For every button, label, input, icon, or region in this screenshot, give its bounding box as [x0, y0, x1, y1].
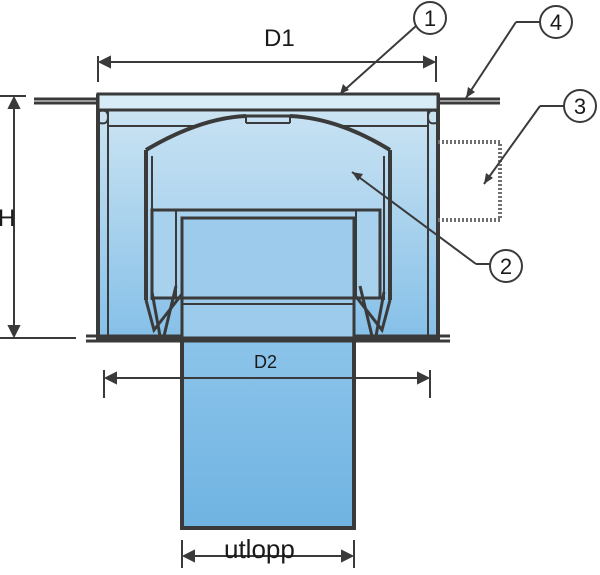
dimension-outlet	[181, 540, 355, 568]
outlet-pipe	[180, 336, 356, 530]
callout-2: 2	[351, 171, 523, 283]
inner-sleeve	[150, 208, 384, 340]
callout-2-number: 2	[500, 254, 512, 279]
label-d1: D1	[264, 25, 295, 52]
dimension-d1	[97, 55, 437, 82]
dimension-h	[0, 95, 76, 339]
membrane-left	[34, 97, 98, 105]
seal-right	[426, 109, 437, 125]
side-inlet	[438, 140, 502, 222]
callout-3: 3	[483, 89, 597, 185]
label-d2: D2	[254, 352, 277, 372]
seal-left	[99, 109, 110, 125]
dimension-d2	[103, 370, 431, 398]
membrane-right	[438, 97, 500, 105]
funnel	[144, 285, 392, 337]
callout-4: 4	[465, 5, 573, 99]
callout-1-number: 1	[424, 6, 436, 31]
callout-3-number: 3	[574, 94, 586, 119]
callout-4-number: 4	[550, 10, 562, 35]
label-h: H	[0, 205, 15, 232]
callout-1: 1	[339, 1, 447, 95]
label-outlet: utlopp	[224, 534, 295, 564]
